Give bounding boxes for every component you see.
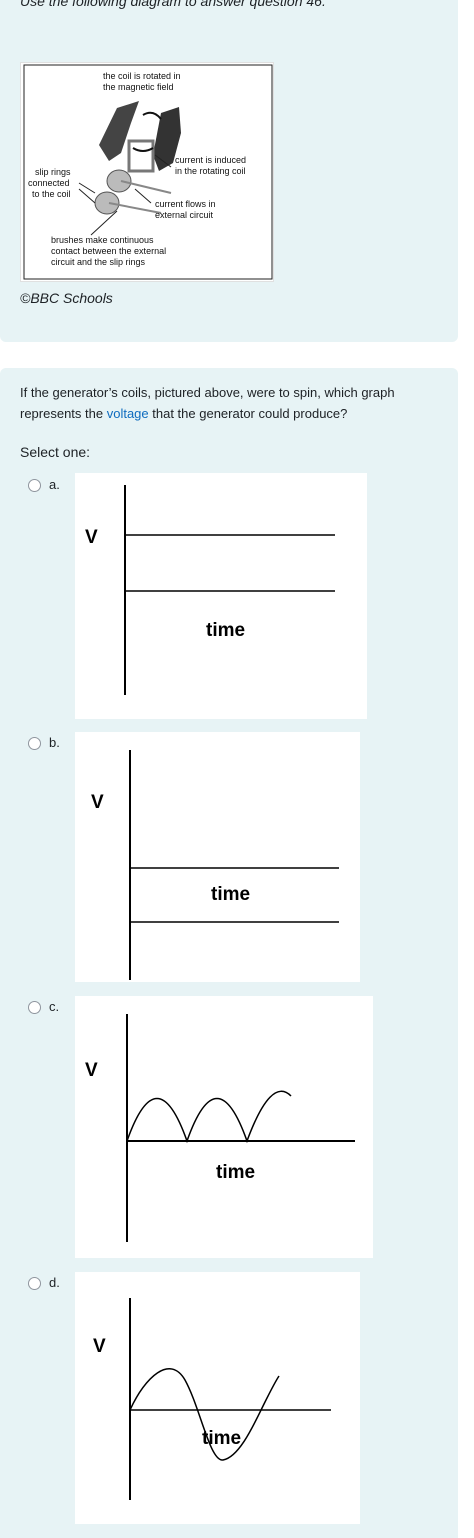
question-text: If the generator’s coils, pictured above… — [20, 382, 440, 424]
option-d-graph[interactable]: V time — [75, 1272, 360, 1524]
question-text-part2: that the generator could produce? — [148, 406, 348, 421]
label-flows: current flows in — [155, 199, 216, 209]
option-a-svg: V time — [85, 485, 335, 695]
label-coil-2: the magnetic field — [103, 82, 174, 92]
slip-ring-1 — [106, 169, 132, 193]
option-b-graph[interactable]: V time — [75, 732, 360, 982]
label-induced-2: in the rotating coil — [175, 166, 246, 176]
label-slip-3: to the coil — [32, 189, 71, 199]
label-brushes-2: contact between the external — [51, 246, 166, 256]
label-slip: slip rings — [35, 167, 71, 177]
option-b-time-label: time — [211, 884, 250, 905]
option-a-letter: a. — [49, 477, 60, 492]
radio-option-c[interactable] — [28, 1001, 41, 1014]
radio-option-b[interactable] — [28, 737, 41, 750]
option-c-time-label: time — [216, 1162, 255, 1183]
magnet-north — [99, 101, 139, 161]
generator-diagram: the coil is rotated in the magnetic fiel… — [20, 62, 274, 282]
option-d-letter: d. — [49, 1275, 60, 1290]
label-brushes: brushes make continuous — [51, 235, 154, 245]
intro-text: Use the following diagram to answer ques… — [20, 0, 326, 9]
label-coil: the coil is rotated in — [103, 71, 181, 81]
coil — [127, 139, 155, 173]
option-c-letter: c. — [49, 999, 60, 1014]
generator-diagram-svg: the coil is rotated in the magnetic fiel… — [23, 64, 273, 280]
option-a-v-label: V — [85, 527, 98, 548]
option-d-time-label: time — [202, 1428, 241, 1449]
radio-option-a[interactable] — [28, 479, 41, 492]
option-b-v-label: V — [91, 792, 104, 813]
radio-option-d[interactable] — [28, 1277, 41, 1290]
option-c-svg: V time — [85, 1014, 355, 1242]
slip-ring-2 — [94, 191, 120, 215]
option-c-graph[interactable]: V time — [75, 996, 373, 1258]
label-induced: current is induced — [175, 155, 246, 165]
option-a-graph[interactable]: V time — [75, 473, 367, 719]
option-c-v-label: V — [85, 1060, 98, 1081]
option-c-curve — [126, 1090, 292, 1144]
option-d-svg: V time — [93, 1298, 331, 1500]
option-d-curve — [129, 1368, 280, 1461]
label-flows-2: external circuit — [155, 210, 214, 220]
option-b-letter: b. — [49, 735, 60, 750]
question-text-part1: If the generator’s coils, pictured above… — [20, 385, 395, 421]
question-info-card: Use the following diagram to answer ques… — [0, 0, 458, 342]
label-slip-2: connected — [28, 178, 70, 188]
magnet-south — [153, 107, 181, 171]
image-credit: ©BBC Schools — [20, 290, 113, 306]
option-a-time-label: time — [206, 620, 245, 641]
option-d-v-label: V — [93, 1336, 106, 1357]
option-b-svg: V time — [91, 750, 339, 980]
voltage-link[interactable]: voltage — [106, 406, 149, 421]
label-brushes-3: circuit and the slip rings — [51, 257, 146, 267]
question-card: If the generator’s coils, pictured above… — [0, 368, 458, 1538]
select-one-label: Select one: — [20, 444, 91, 460]
